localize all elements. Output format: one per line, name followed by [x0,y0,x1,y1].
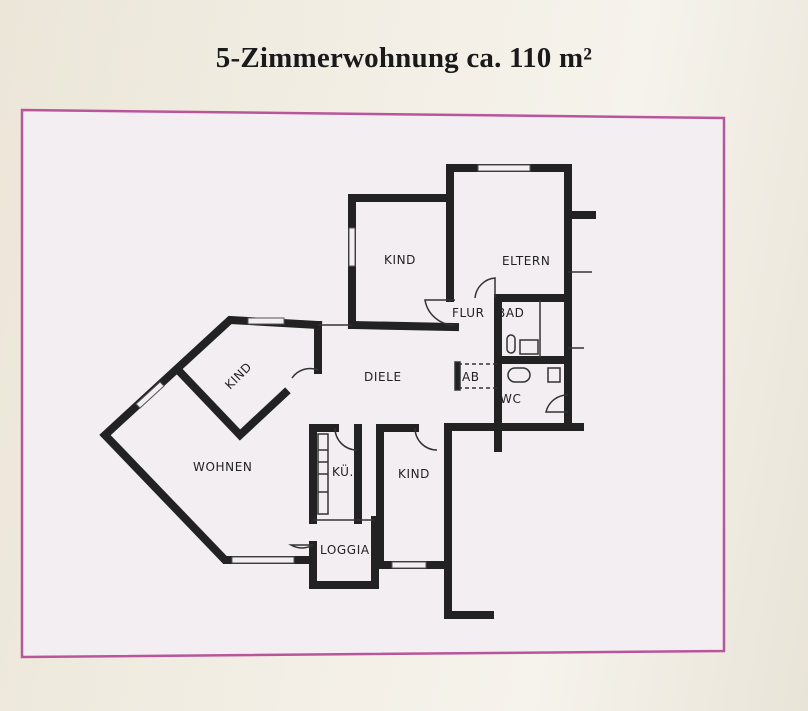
room-label-bad: BAD [497,306,524,320]
room-label-flur: FLUR [452,306,485,320]
room-label-loggia: LOGGIA [320,543,370,557]
thin-lines [288,271,592,549]
room-label-wc: WC [500,392,521,406]
room-label-wohnen: WOHNEN [193,460,252,474]
room-label-diele: DIELE [364,370,402,384]
windows [135,164,531,569]
page-title: 5-Zimmerwohnung ca. 110 m² [215,42,593,74]
room-label-kueche: KÜ. [332,463,354,479]
room-label-kind: KIND [384,253,416,267]
room-label-ab: AB [462,370,480,384]
plan-frame [20,108,726,659]
room-label-eltern: ELTERN [502,254,550,268]
room-label-kind: KIND [398,467,430,481]
